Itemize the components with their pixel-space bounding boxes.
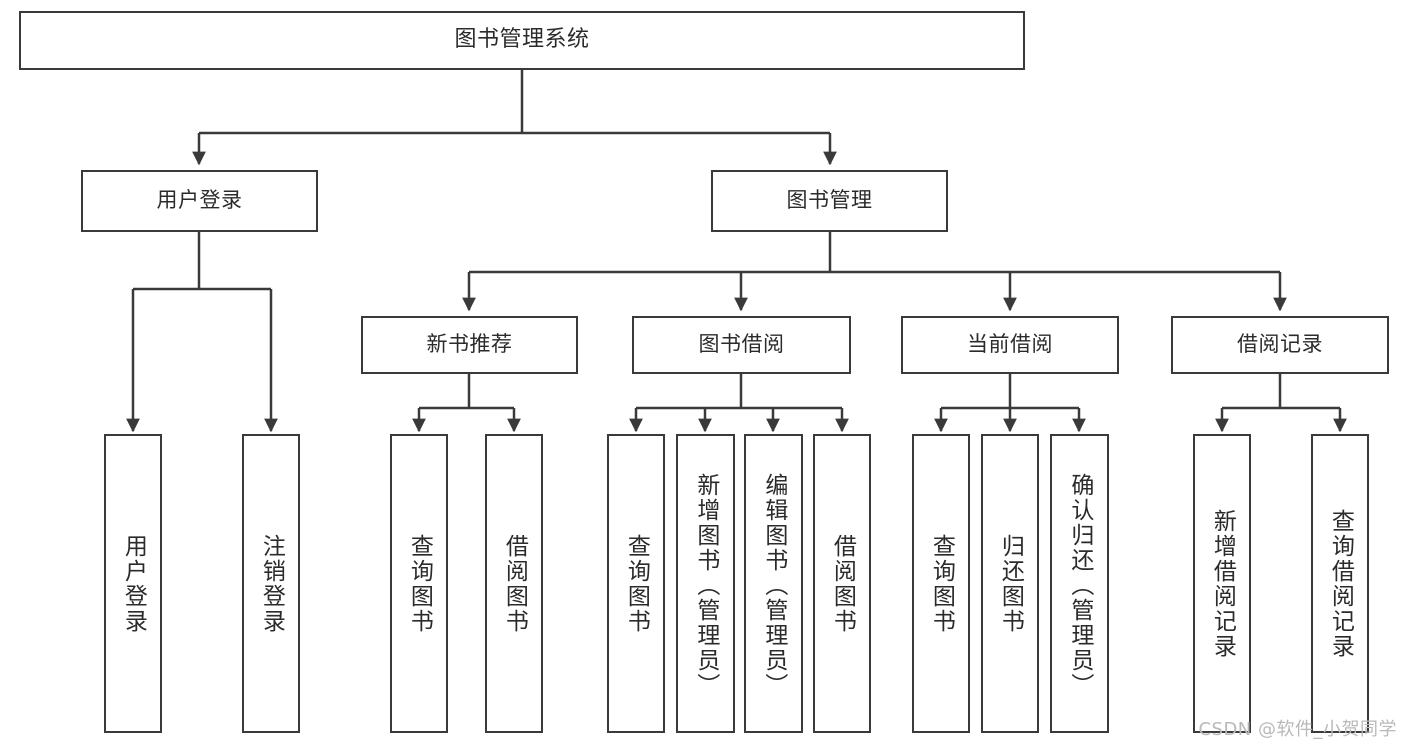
node-leaf-add-book[interactable]: 新增图书（管理员） — [676, 434, 735, 733]
node-current-borrow-label: 当前借阅 — [967, 332, 1053, 357]
node-leaf-borrow-book-2[interactable]: 借阅图书 — [813, 434, 871, 733]
node-leaf-confirm-return[interactable]: 确认归还（管理员） — [1050, 434, 1109, 733]
node-leaf-query-book-1-label: 查询图书 — [406, 533, 433, 634]
node-leaf-edit-book-label: 编辑图书（管理员） — [760, 473, 787, 698]
node-root[interactable]: 图书管理系统 — [19, 11, 1025, 70]
node-leaf-edit-book[interactable]: 编辑图书（管理员） — [744, 434, 803, 733]
node-leaf-add-book-label: 新增图书（管理员） — [692, 473, 719, 698]
node-leaf-query-record[interactable]: 查询借阅记录 — [1311, 434, 1369, 733]
node-leaf-borrow-book-1[interactable]: 借阅图书 — [485, 434, 543, 733]
node-user-login-label: 用户登录 — [156, 188, 243, 213]
node-borrow-record-label: 借阅记录 — [1237, 332, 1323, 357]
node-user-login[interactable]: 用户登录 — [81, 170, 318, 232]
node-leaf-borrow-book-1-label: 借阅图书 — [501, 533, 528, 634]
node-book-borrow-label: 图书借阅 — [698, 332, 785, 357]
node-book-management[interactable]: 图书管理 — [711, 170, 948, 232]
node-leaf-return-book-label: 归还图书 — [997, 533, 1024, 634]
node-leaf-query-book-2[interactable]: 查询图书 — [607, 434, 665, 733]
node-leaf-borrow-book-2-label: 借阅图书 — [829, 533, 856, 634]
node-borrow-record[interactable]: 借阅记录 — [1171, 316, 1389, 374]
node-leaf-confirm-return-label: 确认归还（管理员） — [1066, 473, 1093, 698]
node-leaf-query-book-1[interactable]: 查询图书 — [390, 434, 448, 733]
node-leaf-add-record[interactable]: 新增借阅记录 — [1193, 434, 1251, 733]
node-new-book-recommend[interactable]: 新书推荐 — [361, 316, 578, 374]
node-leaf-return-book[interactable]: 归还图书 — [981, 434, 1039, 733]
node-root-label: 图书管理系统 — [454, 27, 590, 53]
node-new-book-recommend-label: 新书推荐 — [426, 332, 513, 357]
node-book-borrow[interactable]: 图书借阅 — [632, 316, 851, 374]
node-leaf-add-record-label: 新增借阅记录 — [1209, 508, 1236, 659]
node-leaf-query-book-2-label: 查询图书 — [623, 533, 650, 634]
node-leaf-user-login[interactable]: 用户登录 — [104, 434, 162, 733]
node-leaf-user-logout-label: 注销登录 — [258, 533, 285, 634]
node-book-management-label: 图书管理 — [786, 188, 873, 213]
node-leaf-query-book-3-label: 查询图书 — [928, 533, 955, 634]
node-leaf-query-record-label: 查询借阅记录 — [1327, 508, 1354, 659]
watermark: CSDN @软件_小贺同学 — [1198, 719, 1397, 740]
node-current-borrow[interactable]: 当前借阅 — [901, 316, 1119, 374]
node-leaf-user-login-label: 用户登录 — [120, 533, 147, 634]
node-leaf-user-logout[interactable]: 注销登录 — [242, 434, 300, 733]
node-leaf-query-book-3[interactable]: 查询图书 — [912, 434, 970, 733]
